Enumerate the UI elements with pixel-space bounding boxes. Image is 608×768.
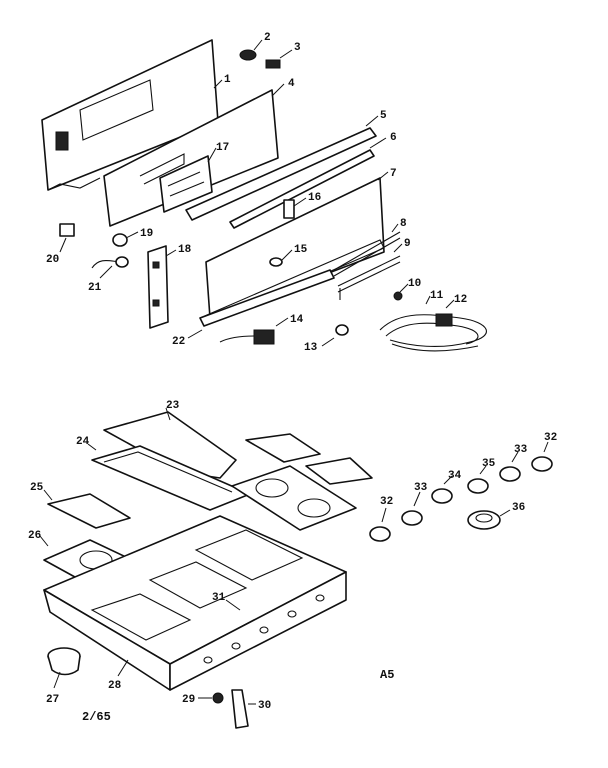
callout-34: 34 (448, 470, 462, 482)
callout-16: 16 (308, 192, 321, 204)
bracket-part-16 (283, 199, 295, 219)
callout-33-upper: 33 (514, 444, 528, 456)
bottom-rail-part (199, 269, 335, 327)
back-panel-part (41, 39, 219, 191)
rod-part-8 (333, 231, 401, 277)
callout-10: 10 (408, 278, 421, 290)
rod-part-9 (337, 255, 401, 300)
cup-part (47, 647, 81, 676)
callout-6: 6 (390, 132, 397, 144)
date-code: 2/65 (82, 710, 111, 724)
screw-part-10 (393, 291, 403, 301)
insulation-pad-part (139, 153, 213, 213)
callout-28: 28 (108, 680, 122, 692)
callout-27: 27 (46, 694, 59, 706)
trim-strip-part-6 (229, 149, 375, 229)
callout-35: 35 (482, 458, 496, 470)
burner-right-part (245, 433, 373, 485)
burner-left-part (47, 493, 131, 529)
block-part-20 (59, 223, 75, 237)
callout-13: 13 (304, 342, 318, 354)
callout-25: 25 (30, 482, 44, 494)
page-code: A5 (380, 668, 394, 682)
callout-4: 4 (288, 78, 295, 90)
vertical-bracket-part (147, 245, 169, 329)
cooktop-body-part (43, 515, 347, 691)
callout-18: 18 (178, 244, 192, 256)
control-knob-set (369, 456, 553, 542)
callout-3: 3 (294, 42, 301, 54)
leader-lines (39, 39, 549, 705)
wiring-harness-part (379, 313, 487, 352)
callout-23: 23 (166, 400, 180, 412)
callout-9: 9 (404, 238, 411, 250)
callout-36: 36 (512, 502, 525, 514)
clip-part-3 (265, 59, 281, 69)
callout-11: 11 (430, 290, 444, 302)
callout-32-lower: 32 (380, 496, 393, 508)
lamp-part-19 (112, 233, 128, 247)
callout-labels: 1 2 3 4 5 6 7 8 9 10 11 12 13 14 15 16 1… (28, 32, 557, 712)
callout-22: 22 (172, 336, 185, 348)
callout-7: 7 (390, 168, 397, 180)
callout-19: 19 (140, 228, 153, 240)
trim-strip-part-5 (185, 127, 377, 221)
knob-part-15 (269, 257, 283, 267)
callout-8: 8 (400, 218, 407, 230)
callout-5: 5 (380, 110, 387, 122)
callout-33-lower: 33 (414, 482, 428, 494)
bracket-part-30 (231, 689, 249, 729)
callout-21: 21 (88, 282, 102, 294)
callout-24: 24 (76, 436, 90, 448)
callout-14: 14 (290, 314, 304, 326)
screw-part-29 (212, 692, 224, 704)
callout-1: 1 (224, 74, 231, 86)
callout-32-upper: 32 (544, 432, 557, 444)
drip-plate-right-part (231, 465, 357, 531)
switch-part-14 (219, 329, 275, 345)
callout-15: 15 (294, 244, 308, 256)
wire-part-21 (91, 256, 129, 269)
callout-17: 17 (216, 142, 229, 154)
clip-part-2 (239, 49, 257, 61)
callout-30: 30 (258, 700, 271, 712)
connector-part-13 (335, 324, 349, 336)
callout-29: 29 (182, 694, 195, 706)
control-panel-part (103, 89, 279, 227)
callout-2: 2 (264, 32, 271, 44)
callout-20: 20 (46, 254, 59, 266)
callout-31: 31 (212, 592, 226, 604)
callout-12: 12 (454, 294, 467, 306)
callout-26: 26 (28, 530, 41, 542)
